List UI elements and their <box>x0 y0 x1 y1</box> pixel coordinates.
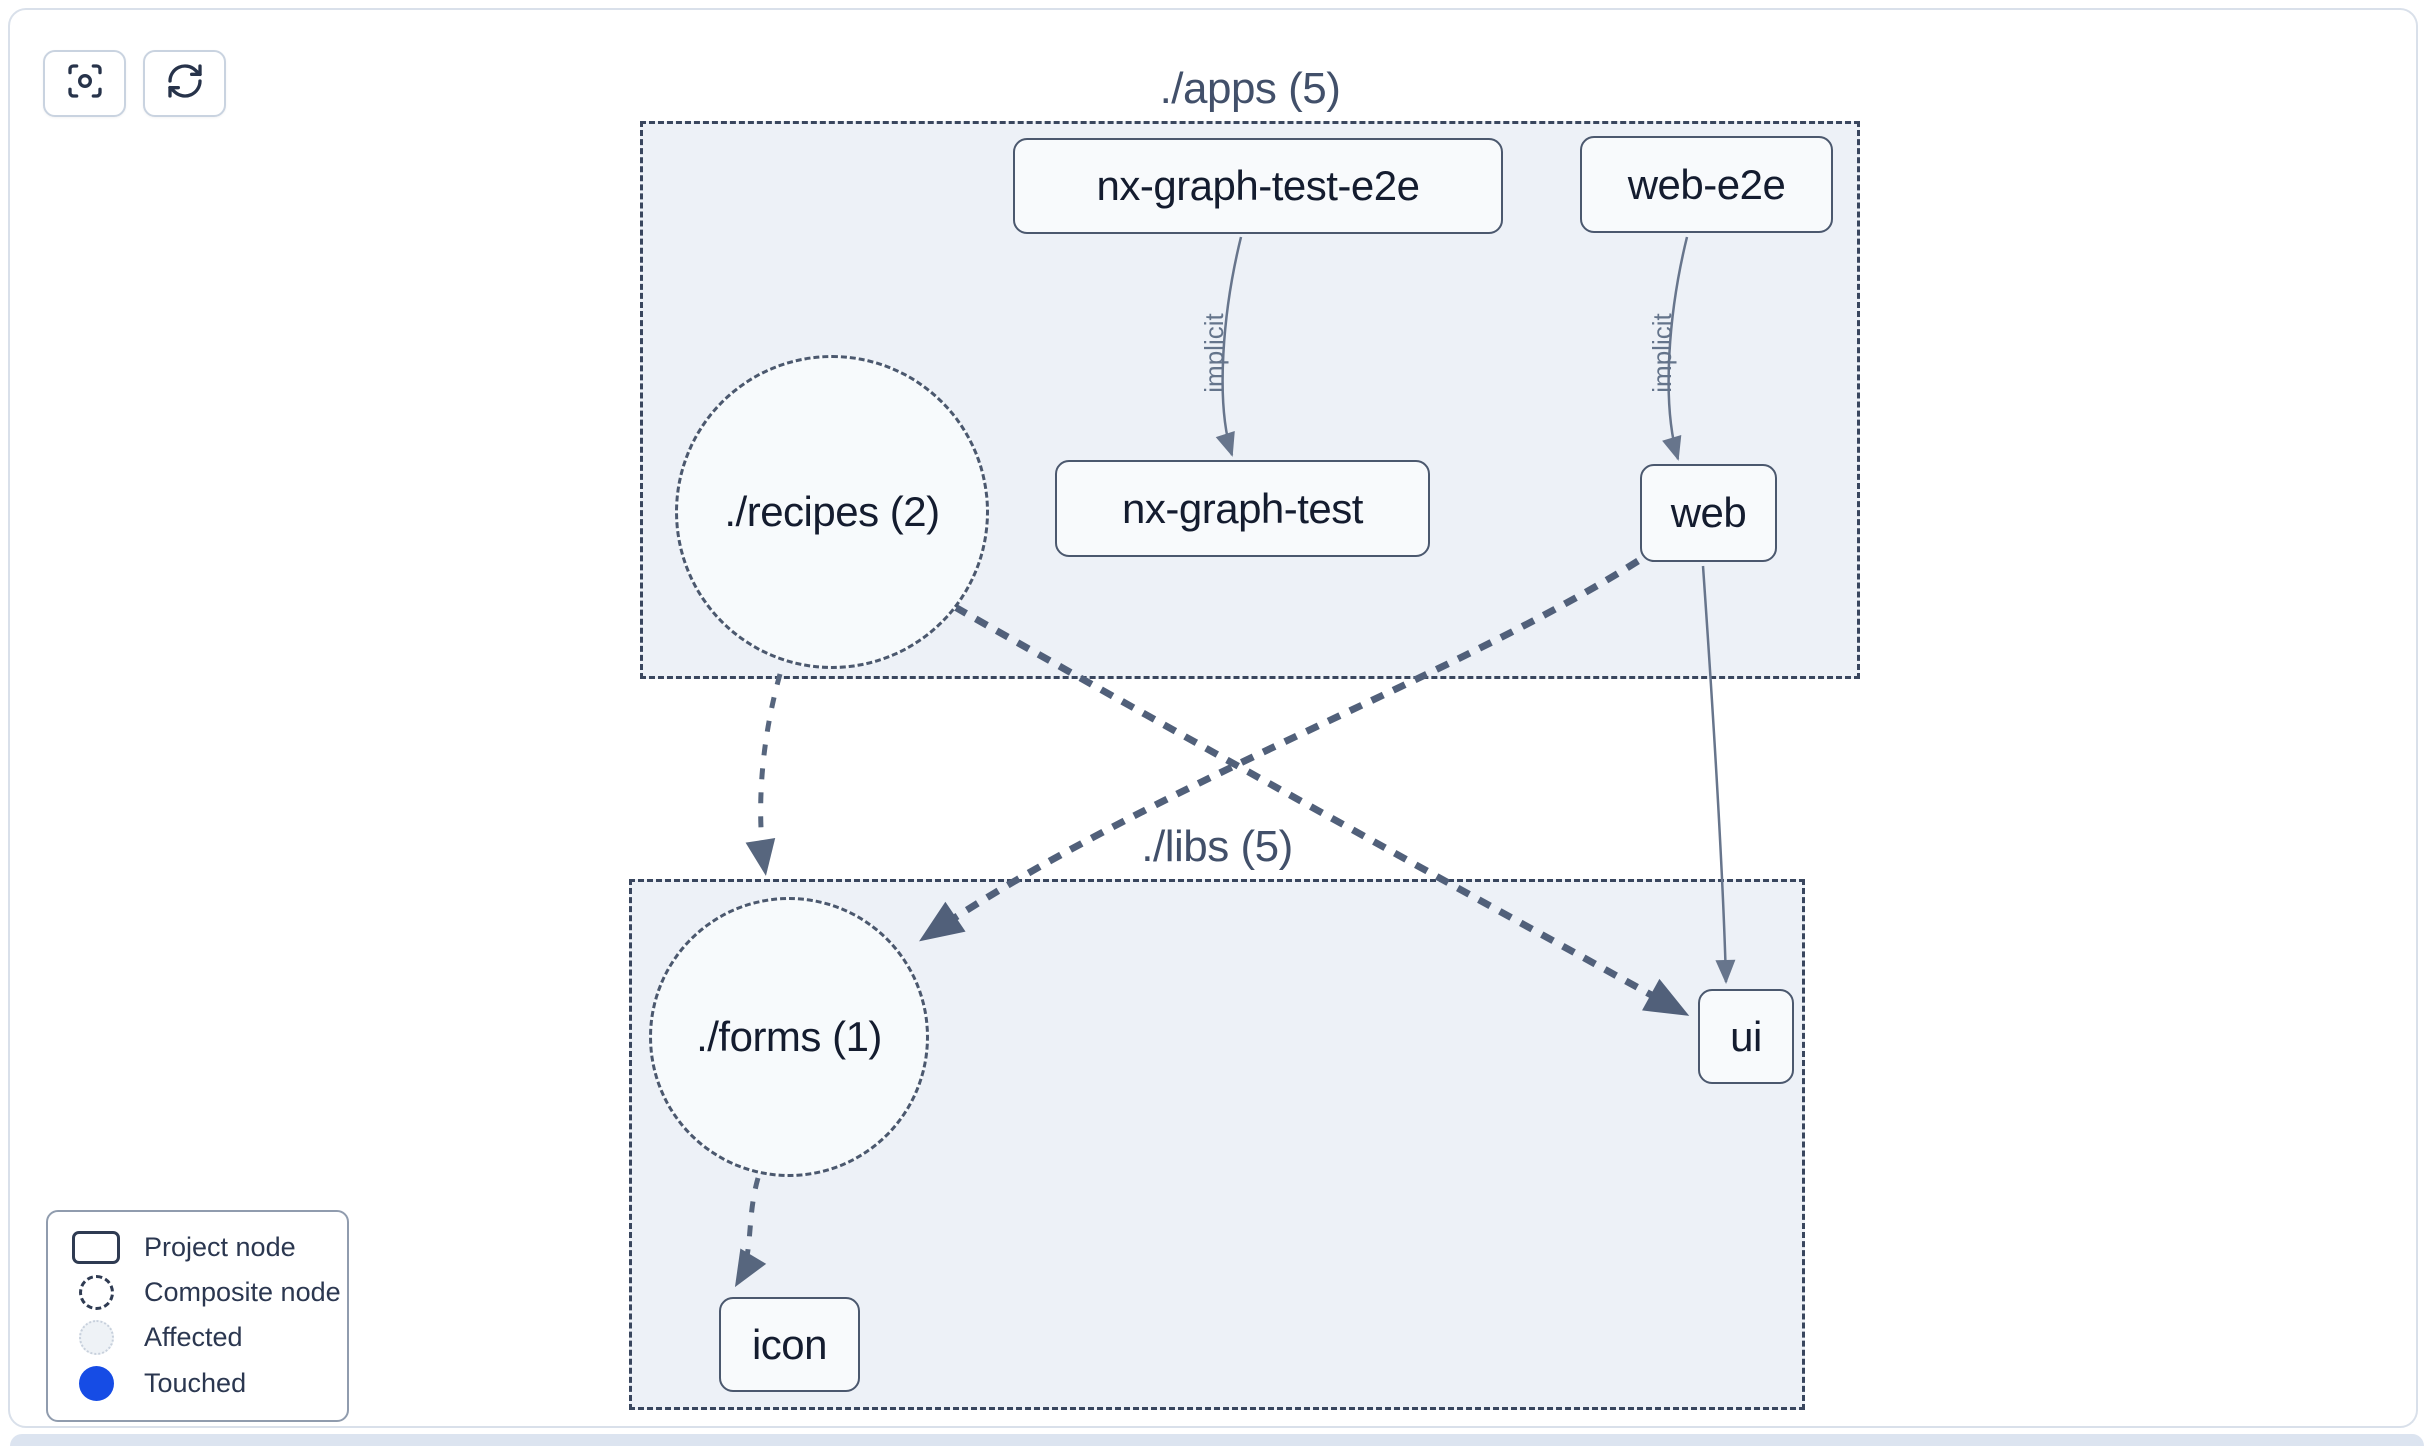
node-label: web-e2e <box>1627 160 1786 208</box>
node-web-e2e[interactable]: web-e2e <box>1580 136 1833 233</box>
node-web[interactable]: web <box>1640 464 1777 562</box>
edge-web-e2e-to-web[interactable] <box>1662 236 1689 461</box>
node-label: nx-graph-test <box>1122 484 1363 532</box>
legend-label: Project node <box>144 1231 296 1262</box>
project-node-icon <box>72 1230 120 1264</box>
edge-nx-graph-test-e2e-to-nx-graph-test[interactable] <box>1215 236 1243 457</box>
composite-node-icon <box>78 1274 114 1310</box>
edge-label-implicit: implicit <box>1199 313 1229 393</box>
node-nx-graph-test[interactable]: nx-graph-test <box>1055 460 1430 557</box>
legend-item-project-node: Project node <box>48 1230 347 1264</box>
node-nx-graph-test-e2e[interactable]: nx-graph-test-e2e <box>1013 138 1503 234</box>
node-label: web <box>1670 489 1747 536</box>
node-label: icon <box>751 1320 828 1368</box>
edge-recipes-to-ui[interactable] <box>953 603 1690 1017</box>
legend: Project node Composite node Affected Tou… <box>46 1210 349 1422</box>
affected-icon <box>78 1320 114 1356</box>
edge-label-implicit: implicit <box>1647 313 1677 393</box>
legend-label: Affected <box>144 1322 243 1353</box>
node-label: ./recipes (2) <box>724 488 940 535</box>
focus-button[interactable] <box>43 50 126 117</box>
edge-web-to-ui[interactable] <box>1701 565 1736 984</box>
focus-icon <box>65 61 105 106</box>
edge-recipes-to-forms[interactable] <box>745 673 783 876</box>
touched-icon <box>78 1366 114 1402</box>
legend-item-touched: Touched <box>48 1366 347 1402</box>
composite-node-recipes[interactable]: ./recipes (2) <box>675 355 989 669</box>
node-icon[interactable]: icon <box>719 1297 860 1392</box>
legend-label: Touched <box>144 1368 247 1399</box>
bottom-panel-edge <box>10 1434 2424 1446</box>
group-libs-label[interactable]: ./libs (5) <box>1141 822 1293 871</box>
graph-canvas: ./apps (5) ./libs (5) implicit implicit … <box>8 8 2418 1428</box>
node-label: ui <box>1730 1012 1762 1060</box>
refresh-button[interactable] <box>143 50 226 117</box>
legend-label: Composite node <box>144 1276 341 1307</box>
legend-item-composite-node: Composite node <box>48 1274 347 1310</box>
legend-item-affected: Affected <box>48 1320 347 1356</box>
refresh-icon <box>165 61 205 106</box>
edge-web-to-forms[interactable] <box>919 558 1640 942</box>
edges-layer: implicit implicit <box>734 236 1736 1288</box>
composite-node-forms[interactable]: ./forms (1) <box>649 897 929 1177</box>
edge-forms-to-icon[interactable] <box>734 1177 767 1288</box>
group-apps-label[interactable]: ./apps (5) <box>1159 64 1341 113</box>
node-ui[interactable]: ui <box>1698 989 1794 1084</box>
node-label: ./forms (1) <box>696 1013 882 1060</box>
node-label: nx-graph-test-e2e <box>1096 162 1420 209</box>
